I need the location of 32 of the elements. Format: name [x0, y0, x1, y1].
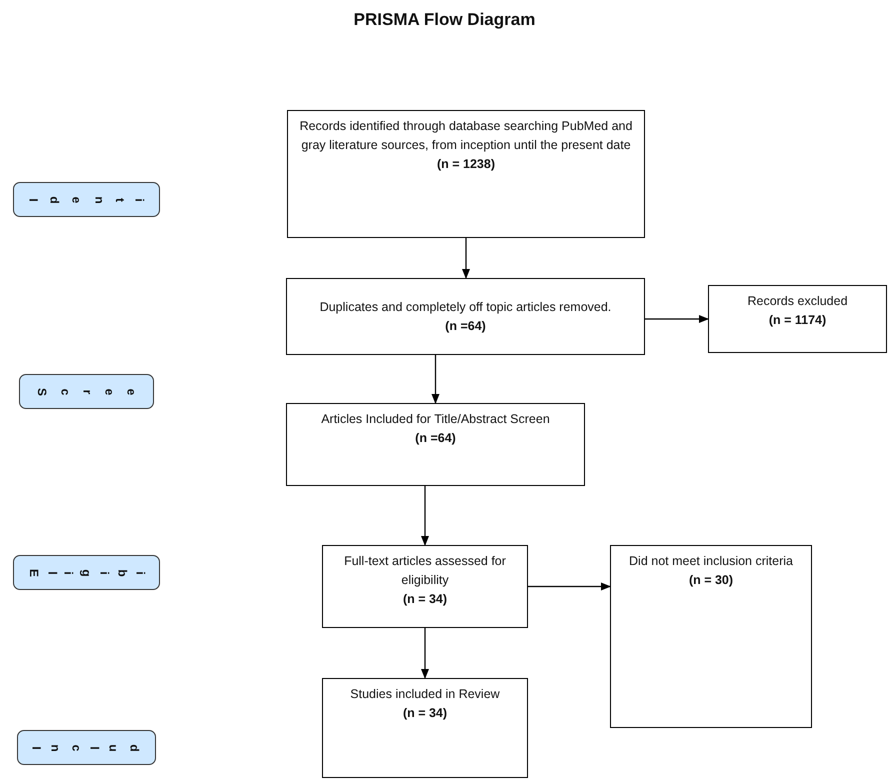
count-text: (n = 1174) — [768, 312, 826, 329]
process-box — [286, 278, 645, 355]
count-text: (n = 34) — [402, 590, 448, 608]
arrow — [421, 486, 429, 546]
count-text: (n = 1238) — [436, 156, 495, 173]
arrow — [528, 582, 611, 590]
stage-label: Identi — [13, 182, 160, 217]
box-text: Full-text articles assessed for eligibility — [343, 553, 507, 589]
process-box — [286, 403, 585, 486]
stage-label: Includ — [17, 730, 156, 765]
box-text: Articles Included for Title/Abstract Screen — [321, 411, 550, 428]
process-box — [708, 285, 887, 353]
process-box — [322, 678, 528, 778]
count-text: (n =64) — [445, 318, 486, 335]
box-text: Did not meet inclusion criteria — [629, 553, 793, 570]
process-box — [610, 545, 812, 728]
arrow — [421, 628, 429, 679]
count-text: (n = 30) — [688, 572, 734, 589]
arrow — [462, 238, 470, 279]
box-text: Records identified through database searching PubMed and gray literature sources, from inception until the present date — [298, 118, 634, 154]
process-box — [322, 545, 528, 628]
diagram-title: PRISMA Flow Diagram — [352, 10, 536, 30]
process-box — [287, 110, 645, 238]
box-text: Records excluded — [747, 293, 848, 310]
arrow — [645, 315, 709, 323]
stage-label: Eligibi — [13, 555, 160, 590]
arrow — [432, 355, 440, 404]
count-text: (n = 34) — [402, 704, 448, 722]
count-text: (n =64) — [415, 430, 456, 447]
box-text: Studies included in Review — [350, 686, 500, 703]
stage-label: Scree — [19, 374, 154, 409]
box-text: Duplicates and completely off topic articles removed. — [320, 298, 612, 316]
